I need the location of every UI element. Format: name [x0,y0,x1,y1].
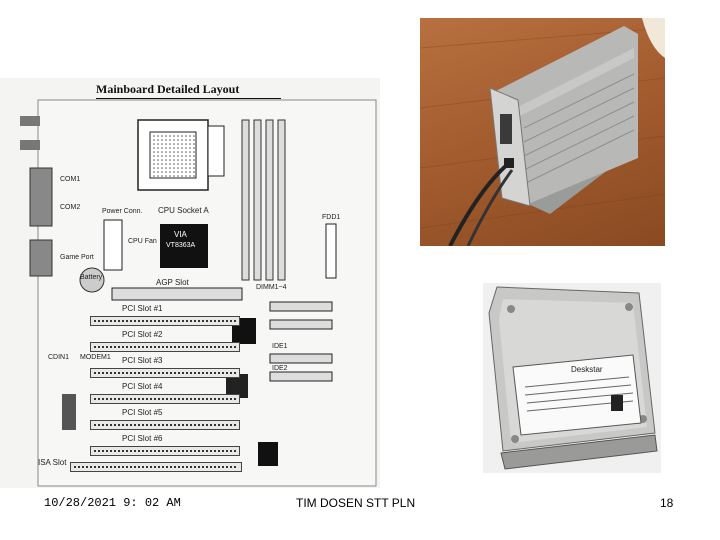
ide1-label: IDE1 [272,343,288,350]
modem-label: MODEM1 [80,354,111,361]
hard-disk-drawing [488,286,658,470]
com2-label: COM2 [60,204,81,211]
game-port-label: Game Port [60,254,94,261]
hard-disk-image: Deskstar [483,283,661,473]
motherboard-title: Mainboard Detailed Layout [96,82,281,99]
pci-slot-4-label: PCI Slot #4 [122,382,163,391]
pci-slot-6-label: PCI Slot #6 [122,434,163,443]
pci-slot-2 [90,342,240,352]
pci-slot-1 [90,316,240,326]
chip-name-label: VIA [174,230,187,239]
isa-slot-label: ISA Slot [38,458,67,467]
footer-author: TIM DOSEN STT PLN [296,496,416,510]
motherboard-layout-image: COM1 COM2 Game Port CPU Socket A Power C… [0,78,380,488]
pci-slot-1-label: PCI Slot #1 [122,304,163,313]
chip-model-label: VT8363A [166,242,196,249]
cpu-fan-label: CPU Fan [128,238,157,245]
isa-slot [70,462,242,472]
power-conn-label: Power Conn. [102,208,143,215]
hdd-enclosure-image [420,18,665,246]
pci-slot-5-label: PCI Slot #5 [122,408,163,417]
page-number: 18 [660,496,674,510]
cpu-socket-label: CPU Socket A [158,206,209,215]
hdd-enclosure-drawing [420,18,665,246]
pci-slot-5 [90,420,240,430]
pci-slot-3 [90,368,240,378]
cdin-label: CDIN1 [48,354,70,361]
pci-slot-2-label: PCI Slot #2 [122,330,163,339]
ide2-label: IDE2 [272,365,288,372]
dimm-label: DIMM1~4 [256,284,287,291]
pci-slot-6 [90,446,240,456]
pci-slot-3-label: PCI Slot #3 [122,356,163,365]
fdd-label: FDD1 [322,214,341,221]
com1-label: COM1 [60,176,81,183]
pci-slot-4 [90,394,240,404]
battery-label: Battery [80,274,103,281]
agp-slot-label: AGP Slot [156,278,189,287]
footer-date: 10/28/2021 9: 02 AM [44,496,181,510]
hdd-brand-label: Deskstar [571,365,603,374]
